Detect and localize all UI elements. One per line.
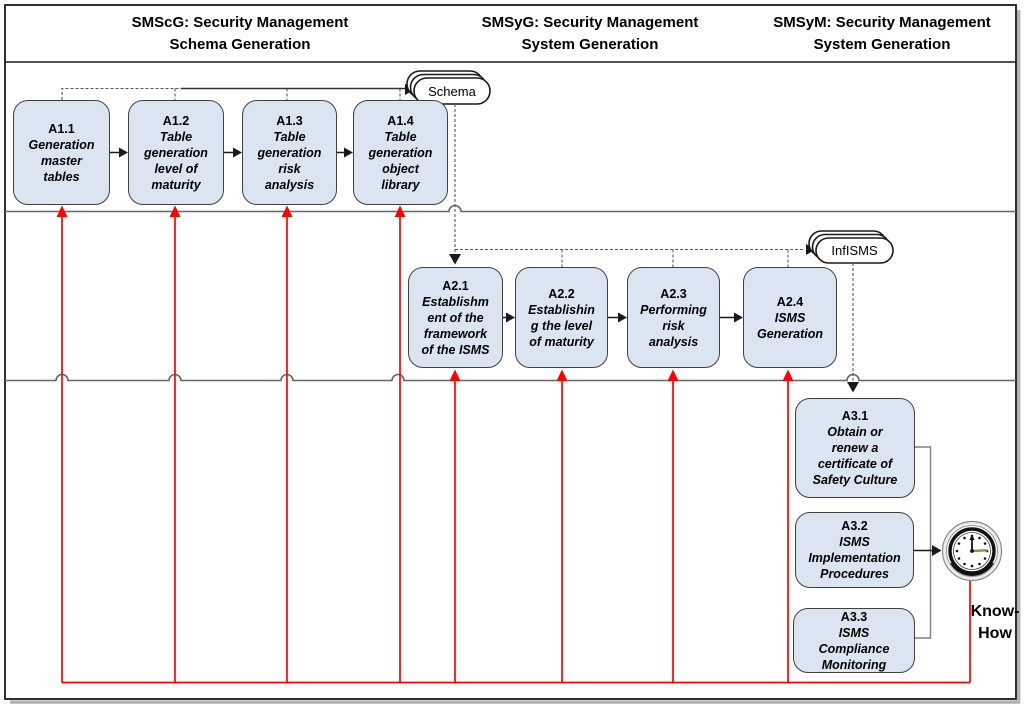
process-code: A2.4: [776, 294, 804, 309]
process-code: A2.2: [548, 286, 575, 301]
process-code: A3.1: [841, 409, 869, 423]
process-box-a1-4: A1.4 Table generation object library: [353, 100, 448, 205]
lane-header-line1: SMScG: Security Management: [131, 14, 349, 31]
red-feedback-arrowheads: [56, 205, 794, 381]
lane-header-line2: System Generation: [813, 36, 951, 53]
lane-header-line1: SMSyM: Security Management: [773, 14, 991, 31]
clock-input-arrowhead: [932, 545, 942, 556]
lane-header-line2: System Generation: [521, 36, 659, 53]
process-code: A1.3: [276, 113, 303, 128]
infisms-datastore: [808, 230, 894, 264]
process-code: A3.2: [841, 519, 868, 533]
lane-header-smsym: SMSyM: Security Management System Genera…: [742, 12, 1022, 56]
process-code: A2.3: [660, 286, 687, 301]
process-box-a1-1: A1.1 Generation master tables: [13, 100, 110, 205]
process-label: Performing risk analysis: [640, 302, 707, 349]
infisms-datastore-label: InfISMS: [831, 243, 878, 258]
know-how-label: Know- How: [970, 603, 1020, 642]
process-code: A1.4: [387, 113, 414, 128]
process-label: Obtain or renew a certificate of Safety …: [812, 425, 898, 487]
process-label: ISMS Generation: [757, 310, 823, 341]
process-box-a1-3: A1.3 Table generation risk analysis: [242, 100, 337, 205]
process-code: A3.3: [840, 609, 868, 624]
process-box-a1-2: A1.2 Table generation level of maturity: [128, 100, 224, 205]
process-label: Establishin g the level of maturity: [528, 302, 595, 349]
process-box-a2-4: A2.4 ISMS Generation: [743, 267, 837, 368]
frame-shadow: [10, 10, 1021, 704]
schema-datastore: [406, 70, 491, 105]
lane-header-line1: SMSyG: Security Management: [481, 14, 699, 31]
schema-datastore-label: Schema: [428, 83, 476, 99]
infisms-to-a3-1-flow: [847, 263, 859, 393]
process-label: Table generation level of maturity: [144, 129, 208, 192]
process-label: Table generation object library: [368, 129, 433, 192]
process-box-a3-2: A3.2 ISMS Implementation Procedures: [795, 512, 914, 588]
row1-sequence-arrows: [110, 147, 353, 158]
process-box-a3-1: A3.1 Obtain or renew a certificate of Sa…: [795, 398, 915, 498]
process-code: A1.1: [48, 121, 75, 136]
lane-header-smscg: SMScG: Security Management Schema Genera…: [90, 12, 390, 56]
red-feedback-flows: [61, 216, 971, 684]
lane-header-smsyg: SMSyG: Security Management System Genera…: [440, 12, 740, 56]
process-box-a2-1: A2.1 Establishm ent of the framework of …: [408, 267, 503, 368]
process-code: A1.2: [162, 113, 190, 128]
a3-merge-connector: [914, 446, 942, 639]
row2-sequence-arrows: [503, 312, 743, 323]
process-label: ISMS Compliance Monitoring: [818, 625, 890, 672]
process-label: Establishm ent of the framework of the I…: [421, 294, 490, 357]
clock-icon: [941, 520, 1003, 582]
process-label: ISMS Implementation Procedures: [808, 535, 901, 581]
lane-header-line2: Schema Generation: [169, 36, 311, 53]
schema-to-a2-1-flow: [449, 104, 461, 265]
process-label: Table generation risk analysis: [257, 129, 322, 192]
process-box-a3-3: A3.3 ISMS Compliance Monitoring: [793, 608, 915, 673]
process-box-a2-2: A2.2 Establishin g the level of maturity: [515, 267, 608, 368]
process-code: A2.1: [442, 278, 469, 293]
process-box-a2-3: A2.3 Performing risk analysis: [627, 267, 720, 368]
process-label: Generation master tables: [28, 137, 95, 184]
row1-output-flows: [61, 84, 415, 100]
